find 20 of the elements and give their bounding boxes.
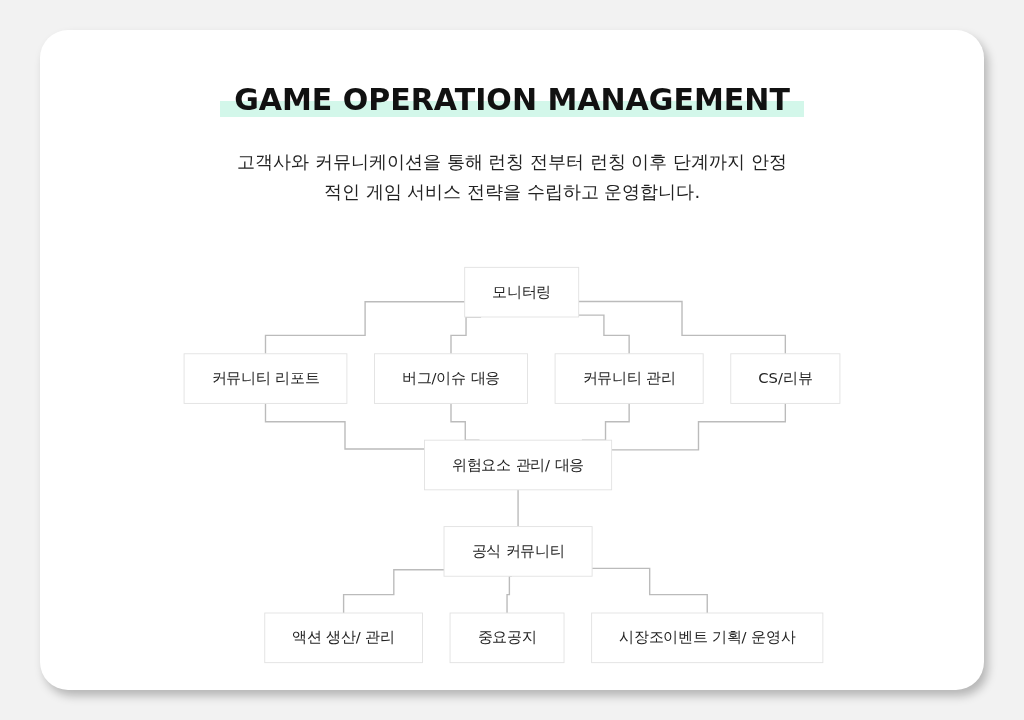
node-box: 공식 커뮤니티 — [443, 526, 593, 577]
node-box: CS/리뷰 — [730, 353, 841, 404]
node-box: 시장조이벤트 기획/ 운영사 — [591, 612, 824, 664]
connector — [517, 489, 519, 528]
connector — [591, 567, 708, 614]
node-box: 커뮤니티 리포트 — [183, 353, 348, 404]
node-box: 모니터링 — [464, 266, 580, 318]
connector — [506, 575, 513, 614]
node-box: 위험요소 관리/ 대응 — [424, 439, 613, 491]
description-text: 고객사와 커뮤니케이션을 통해 런칭 전부터 런칭 이후 단계까지 안정적인 게임 서비스 전략을 수립하고 운영합니다. — [236, 150, 788, 204]
node-box: 버그/이슈 대응 — [374, 353, 528, 404]
node-box: 중요공지 — [449, 612, 565, 664]
node-box: 커뮤니티 관리 — [554, 353, 704, 404]
connector — [610, 402, 787, 451]
connector — [264, 402, 426, 450]
connector — [578, 300, 787, 355]
connector — [264, 301, 466, 355]
connector — [342, 569, 445, 614]
node-box: 액션 생산/ 관리 — [264, 612, 423, 664]
connector — [578, 314, 630, 355]
